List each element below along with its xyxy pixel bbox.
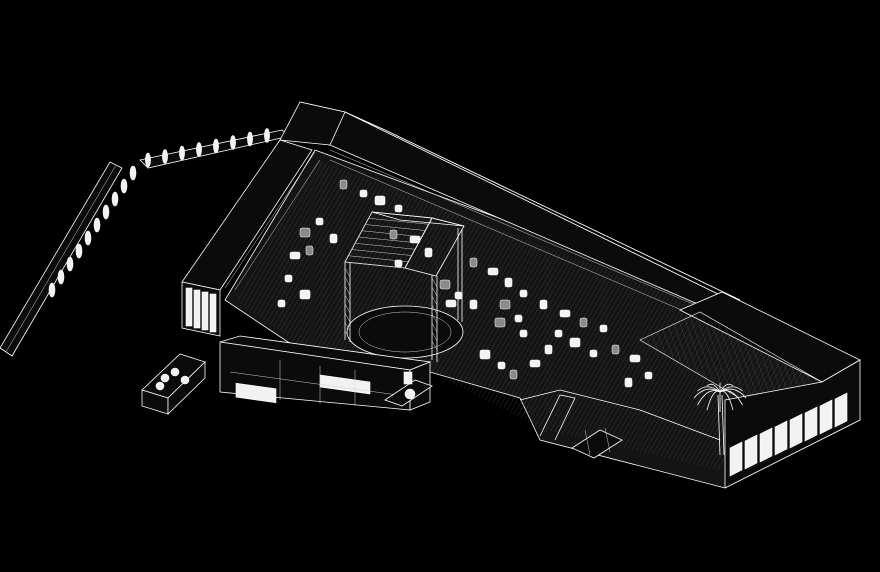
walkway-planters: [48, 128, 270, 298]
furniture: [277, 179, 653, 388]
planter-figure: [75, 243, 83, 259]
furniture-piece: [589, 349, 598, 358]
furniture-piece: [329, 233, 338, 244]
furniture-piece: [409, 235, 421, 244]
furniture-piece: [299, 289, 311, 300]
palm-frond: [697, 386, 721, 393]
furniture-piece: [469, 257, 478, 268]
terrace-block: [141, 353, 206, 415]
right-pavilion: [639, 291, 861, 489]
furniture-piece: [299, 227, 311, 238]
front-planter: [384, 371, 433, 407]
furniture-piece: [579, 317, 588, 328]
furniture-piece: [499, 299, 511, 310]
glass-panel: [744, 434, 758, 470]
furniture-piece: [624, 377, 633, 388]
planter-figure: [213, 138, 219, 154]
palm-frond: [706, 383, 721, 393]
furniture-piece: [487, 267, 499, 276]
furniture-piece: [394, 204, 403, 213]
left-wing: [181, 139, 321, 337]
furniture-piece: [539, 299, 548, 310]
furniture-piece: [644, 371, 653, 380]
planter-figure: [129, 165, 137, 181]
furniture-piece: [389, 229, 398, 240]
furniture-piece: [544, 344, 553, 355]
roof-band: [279, 101, 741, 321]
planter-figure: [162, 149, 168, 164]
furniture-piece: [315, 217, 324, 226]
furniture-piece: [439, 279, 451, 290]
planter-figure: [93, 217, 101, 233]
planter-figure: [247, 131, 253, 147]
furniture-piece: [559, 309, 571, 318]
furniture-piece: [629, 354, 641, 363]
glass-panel: [804, 406, 818, 442]
furniture-piece: [479, 349, 491, 360]
furniture-piece: [519, 329, 528, 338]
furniture-piece: [277, 299, 286, 308]
planter-figure: [230, 135, 236, 150]
planter-figure: [145, 152, 151, 168]
furniture-piece: [509, 369, 518, 380]
furniture-piece: [374, 195, 386, 206]
furniture-piece: [284, 274, 293, 283]
furniture-piece: [445, 299, 457, 308]
furniture-piece: [599, 324, 608, 333]
planter-figure: [111, 191, 119, 207]
planter-figure: [84, 230, 92, 246]
furniture-piece: [519, 289, 528, 298]
glass-panel: [774, 420, 788, 456]
planter-figure: [66, 256, 74, 272]
glass-panel: [819, 399, 833, 435]
ramp-stairs: [519, 389, 721, 459]
planter-figure: [196, 142, 202, 157]
bar-building: [219, 335, 432, 411]
planter-figure: [48, 282, 56, 298]
furniture-piece: [305, 245, 314, 256]
furniture-piece: [514, 314, 523, 323]
furniture-piece: [454, 291, 463, 300]
palm-frond: [693, 388, 721, 399]
furniture-piece: [339, 179, 348, 190]
furniture-piece: [529, 359, 541, 368]
furniture-piece: [554, 329, 563, 338]
furniture-piece: [469, 299, 478, 310]
planter-figure: [57, 269, 65, 285]
furniture-piece: [504, 277, 513, 288]
palm-frond: [719, 386, 743, 393]
planter-figure: [102, 204, 110, 220]
glass-panel: [789, 413, 803, 449]
palm-tree: [693, 382, 747, 456]
furniture-piece: [359, 189, 368, 198]
planter-figure: [120, 178, 128, 194]
glass-panel: [834, 392, 848, 428]
furniture-piece: [424, 247, 433, 258]
glass-panel: [759, 427, 773, 463]
planter-figure: [179, 145, 185, 161]
furniture-piece: [289, 251, 301, 260]
furniture-piece: [394, 259, 403, 268]
furniture-piece: [494, 317, 506, 328]
furniture-piece: [497, 361, 506, 370]
furniture-piece: [569, 337, 581, 348]
palm-frond: [719, 383, 734, 393]
planter-figure: [264, 128, 270, 143]
furniture-piece: [611, 344, 620, 355]
glass-panel: [729, 441, 743, 477]
